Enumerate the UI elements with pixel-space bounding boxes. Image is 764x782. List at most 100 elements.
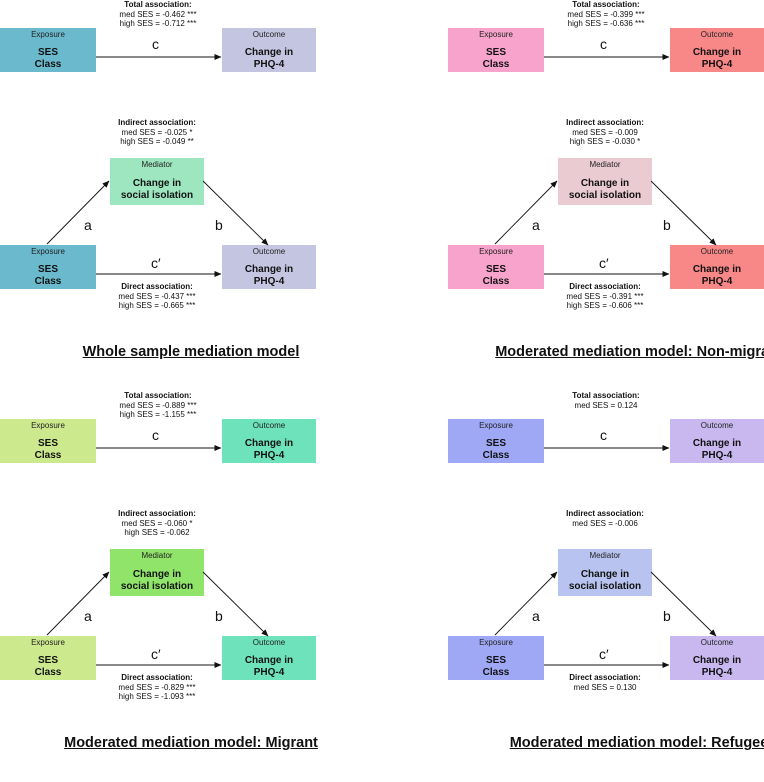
mediator-label: Mediator <box>589 551 621 560</box>
exposure-label: Exposure <box>479 638 513 647</box>
path-c-prime-label: c′ <box>599 255 609 271</box>
mediator-label: Mediator <box>589 160 621 169</box>
text-line: social isolation <box>568 190 642 201</box>
text-line: PHQ-4 <box>253 276 285 287</box>
text-line: Change in <box>692 438 742 449</box>
outcome-label: Outcome <box>252 638 286 647</box>
direct-association-lines: med SES = -0.437 ***high SES = -0.665 **… <box>57 292 257 311</box>
panel-title: Moderated mediation model: Refugee <box>509 735 764 751</box>
arrow-b <box>202 180 269 246</box>
path-b-label: b <box>215 217 223 233</box>
indirect-association-lines: med SES = -0.025 *high SES = -0.049 ** <box>57 128 257 147</box>
total-association: Total association: med SES = -0.462 ***h… <box>58 0 258 29</box>
text-line: high SES = -0.606 *** <box>566 301 644 310</box>
text-line: Change in <box>692 655 742 666</box>
text-line: high SES = -0.636 *** <box>567 19 645 28</box>
text-line: med SES = -0.399 *** <box>567 9 645 19</box>
panel-title: Moderated mediation model: Non-migrant <box>495 344 764 360</box>
panel-title: Whole sample mediation model <box>82 344 300 360</box>
text-line: SES <box>37 438 58 449</box>
arrow-b <box>202 571 269 637</box>
arrow-b <box>650 571 717 637</box>
arrows <box>494 445 717 668</box>
text-line: Change in <box>244 47 294 58</box>
text-line: med SES = -0.462 *** <box>119 9 197 19</box>
indirect-association-lines: med SES = -0.006 <box>505 519 705 529</box>
total-association-head: Total association: <box>124 0 192 9</box>
arrows <box>46 54 269 277</box>
text-line: SES <box>485 655 506 666</box>
direct-association: Direct association: med SES = -0.829 ***… <box>57 673 257 702</box>
text-line: SES <box>37 264 58 275</box>
path-c-label: c <box>152 36 159 52</box>
path-c-label: c <box>600 427 607 443</box>
text-line: med SES = 0.124 <box>574 400 638 410</box>
direct-association-lines: med SES = 0.130 <box>505 683 705 693</box>
direct-association: Direct association: med SES = 0.130 <box>505 673 705 692</box>
direct-association-head: Direct association: <box>121 282 193 291</box>
text-line: med SES = -0.025 * <box>121 127 193 137</box>
text-line: Class <box>34 667 62 678</box>
text-line: Change in <box>244 438 294 449</box>
total-association: Total association: med SES = -0.889 ***h… <box>58 391 258 420</box>
mediator-label: Mediator <box>141 551 173 560</box>
exposure-label: Exposure <box>31 30 65 39</box>
text-line: PHQ-4 <box>701 667 733 678</box>
text-line: PHQ-4 <box>701 276 733 287</box>
path-a-label: a <box>532 217 540 233</box>
indirect-association: Indirect association: med SES = -0.025 *… <box>57 118 257 147</box>
direct-association-head: Direct association: <box>569 673 641 682</box>
text-line: social isolation <box>120 190 194 201</box>
mediator-label: Mediator <box>141 160 173 169</box>
text-line: Class <box>34 276 62 287</box>
indirect-association-head: Indirect association: <box>566 118 644 127</box>
path-b-label: b <box>663 608 671 624</box>
text-line: high SES = -0.062 <box>124 528 190 537</box>
path-c-label: c <box>152 427 159 443</box>
panel-refugee: Total association: med SES = 0.124 Expos… <box>448 391 764 782</box>
text-line: SES <box>485 264 506 275</box>
text-line: med SES = -0.437 *** <box>118 291 196 301</box>
exposure-label: Exposure <box>31 638 65 647</box>
outcome-label: Outcome <box>700 30 734 39</box>
direct-association-head: Direct association: <box>569 282 641 291</box>
text-line: high SES = -1.093 *** <box>118 692 196 701</box>
text-line: med SES = -0.829 *** <box>118 682 196 692</box>
exposure-label: Exposure <box>479 247 513 256</box>
total-association-lines: med SES = 0.124 <box>506 401 706 411</box>
indirect-association: Indirect association: med SES = -0.006 <box>505 509 705 528</box>
outcome-label: Outcome <box>252 421 286 430</box>
exposure-label: Exposure <box>479 30 513 39</box>
text-line: SES <box>485 438 506 449</box>
arrows <box>46 445 269 668</box>
direct-association: Direct association: med SES = -0.391 ***… <box>505 282 705 311</box>
outcome-label: Outcome <box>252 247 286 256</box>
outcome-label: Outcome <box>700 421 734 430</box>
text-line: high SES = -0.712 *** <box>119 19 197 28</box>
text-line: PHQ-4 <box>253 59 285 70</box>
